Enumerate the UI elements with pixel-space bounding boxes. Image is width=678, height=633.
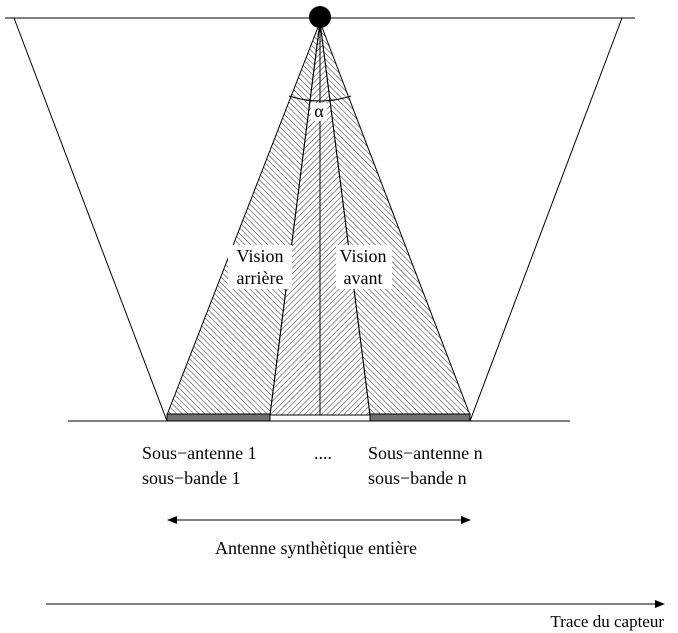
alpha-label-bg <box>311 103 327 121</box>
outer-beam-right-edge <box>469 17 623 422</box>
full-antenna-label: Antenne synthètique entière <box>215 538 417 558</box>
subantenna-n-label: Sous−antenne n <box>368 443 483 463</box>
subantenna-1-label: Sous−antenne 1 <box>142 443 257 463</box>
subband-n-label: sous−bande n <box>368 468 467 488</box>
rear-vision-label-line2: arrière <box>237 268 284 288</box>
front-vision-label-line1: Vision <box>340 246 387 266</box>
subantenna-1-bar <box>166 413 271 422</box>
sensor-point <box>309 6 331 28</box>
subantenna-n-bar <box>369 413 471 422</box>
angle-alpha-arc <box>288 95 352 102</box>
outer-beam-left-edge <box>13 17 168 422</box>
rear-vision-label-line1: Vision <box>237 246 284 266</box>
ellipsis-label: .... <box>314 443 332 463</box>
alpha-label: α <box>314 101 324 121</box>
front-vision-label-line2: avant <box>344 268 383 288</box>
sensor-track-label: Trace du capteur <box>550 612 664 631</box>
front-label-bg <box>336 245 392 289</box>
subband-1-label: sous−bande 1 <box>142 468 241 488</box>
rear-label-bg <box>228 245 292 289</box>
